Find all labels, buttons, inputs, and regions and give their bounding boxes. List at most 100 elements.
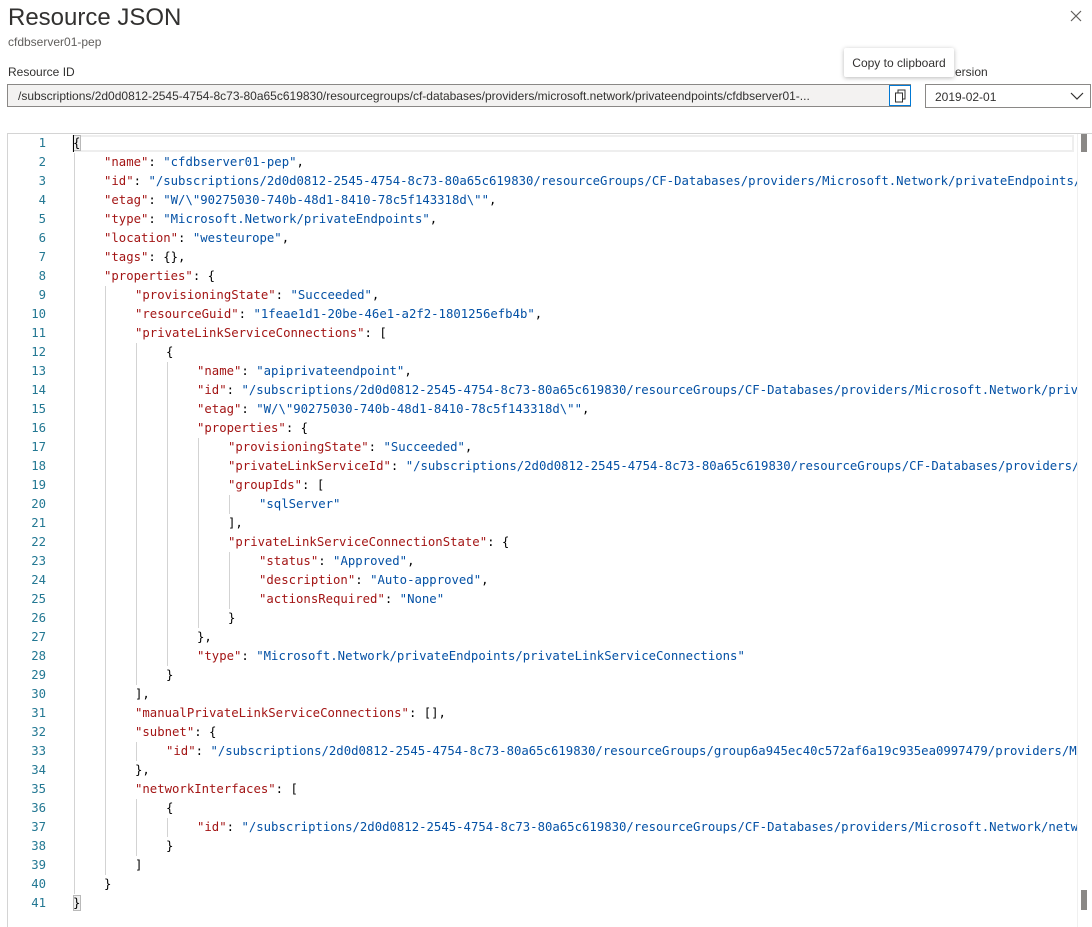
code-text: }, <box>197 628 212 647</box>
json-punctuation: } <box>73 896 81 910</box>
copy-tooltip-text: Copy to clipboard <box>852 56 946 70</box>
json-punctuation: : <box>241 649 257 663</box>
json-punctuation: : <box>355 573 371 587</box>
indent-guide <box>74 799 75 818</box>
page-title: Resource JSON <box>8 4 182 31</box>
editor-scrollbar[interactable] <box>1077 134 1092 927</box>
close-button[interactable] <box>1066 6 1086 26</box>
json-string: "/subscriptions/2d0d0812-2545-4754-8c73-… <box>241 383 1092 397</box>
line-number: 21 <box>31 516 46 530</box>
indent-guide <box>74 647 75 666</box>
api-version-dropdown[interactable]: 2019-02-01 <box>925 84 1091 108</box>
code-text: "manualPrivateLinkServiceConnections": [… <box>135 704 446 723</box>
scrollbar-thumb[interactable] <box>1081 134 1087 152</box>
indent-guide <box>74 362 75 381</box>
indent-guide <box>136 552 137 571</box>
indent-guide <box>74 818 75 837</box>
resource-id-field[interactable]: /subscriptions/2d0d0812-2545-4754-8c73-8… <box>7 84 911 107</box>
json-string: "westeurope" <box>192 231 282 245</box>
code-line: 37"id": "/subscriptions/2d0d0812-2545-47… <box>8 818 1092 837</box>
json-key: "id" <box>104 174 134 188</box>
indent-guide <box>167 400 168 419</box>
indent-guide <box>136 666 137 685</box>
indent-guide <box>105 495 106 514</box>
json-key: "privateLinkServiceConnectionState" <box>228 535 488 549</box>
json-key: "actionsRequired" <box>259 592 385 606</box>
code-text: } <box>73 894 80 913</box>
json-punctuation: , <box>407 554 415 568</box>
indent-guide <box>136 533 137 552</box>
line-number: 29 <box>31 668 46 682</box>
json-punctuation: : { <box>487 535 510 549</box>
indent-guide <box>105 324 106 343</box>
json-punctuation: , <box>296 155 304 169</box>
api-version-label: ersion <box>955 65 988 79</box>
json-key: "resourceGuid" <box>135 307 239 321</box>
indent-guide <box>105 438 106 457</box>
code-line: 20"sqlServer" <box>8 495 1092 514</box>
line-number: 34 <box>31 763 46 777</box>
indent-guide <box>167 381 168 400</box>
code-line: 1{ <box>8 134 1092 153</box>
code-line: 12{ <box>8 343 1092 362</box>
indent-guide <box>105 381 106 400</box>
code-line: 13"name": "apiprivateendpoint", <box>8 362 1092 381</box>
indent-guide <box>74 153 75 172</box>
code-line: 17 "provisioningState": "Succeeded", <box>8 438 1092 457</box>
line-number: 20 <box>31 497 46 511</box>
json-punctuation: { <box>73 136 81 150</box>
json-string: "1feae1d1-20be-46e1-a2f2-1801256efb4b" <box>253 307 535 321</box>
json-string: "None" <box>399 592 445 606</box>
indent-guide <box>74 305 75 324</box>
code-text: "resourceGuid": "1feae1d1-20be-46e1-a2f2… <box>135 305 542 324</box>
indent-guide <box>136 609 137 628</box>
copy-to-clipboard-button[interactable] <box>889 85 911 106</box>
line-number: 17 <box>31 440 46 454</box>
json-key: "properties" <box>197 421 286 435</box>
indent-guide <box>105 685 106 704</box>
json-key: "groupIds" <box>228 478 303 492</box>
indent-guide <box>136 590 137 609</box>
json-punctuation: : <box>226 383 242 397</box>
code-text: "actionsRequired": "None" <box>259 590 444 609</box>
line-number: 2 <box>38 155 46 169</box>
indent-guide <box>198 552 199 571</box>
code-text: "status": "Approved", <box>259 552 415 571</box>
code-text: }, <box>135 761 150 780</box>
code-line: 22"privateLinkServiceConnectionState": { <box>8 533 1092 552</box>
json-punctuation: , <box>481 573 489 587</box>
code-text: "provisioningState": "Succeeded", <box>228 438 472 457</box>
json-punctuation: : [ <box>302 478 325 492</box>
line-number: 5 <box>38 212 46 226</box>
indent-guide <box>74 856 75 875</box>
text-cursor <box>73 135 74 152</box>
indent-guide <box>167 476 168 495</box>
json-key: "manualPrivateLinkServiceConnections" <box>135 706 409 720</box>
code-text: } <box>104 875 111 894</box>
line-number: 6 <box>38 231 46 245</box>
json-punctuation: : { <box>194 725 217 739</box>
json-punctuation: , <box>429 212 438 226</box>
line-number: 25 <box>31 592 46 606</box>
json-punctuation: , <box>488 193 497 207</box>
indent-guide <box>136 381 137 400</box>
line-number: 10 <box>31 307 46 321</box>
code-text: "privateLinkServiceId": "/subscriptions/… <box>228 457 1092 476</box>
indent-guide <box>74 172 75 191</box>
json-string: "W/\"90275030-740b-48d1-8410-78c5f143318… <box>163 193 489 207</box>
json-key: "subnet" <box>135 725 195 739</box>
json-string: "Microsoft.Network/privateEndpoints/priv… <box>256 649 745 663</box>
code-line: 25 "actionsRequired": "None" <box>8 590 1092 609</box>
code-line: 30], <box>8 685 1092 704</box>
line-number: 4 <box>38 193 46 207</box>
json-key: "description" <box>259 573 356 587</box>
json-editor[interactable]: 1{2"name": "cfdbserver01-pep",3"id": "/s… <box>7 133 1092 927</box>
json-punctuation: : <box>318 554 334 568</box>
indent-guide <box>74 191 75 210</box>
indent-guide <box>74 457 75 476</box>
indent-guide <box>105 419 106 438</box>
json-key: "etag" <box>104 193 149 207</box>
code-text: "groupIds": [ <box>228 476 324 495</box>
indent-guide <box>74 571 75 590</box>
line-number: 41 <box>31 896 46 910</box>
